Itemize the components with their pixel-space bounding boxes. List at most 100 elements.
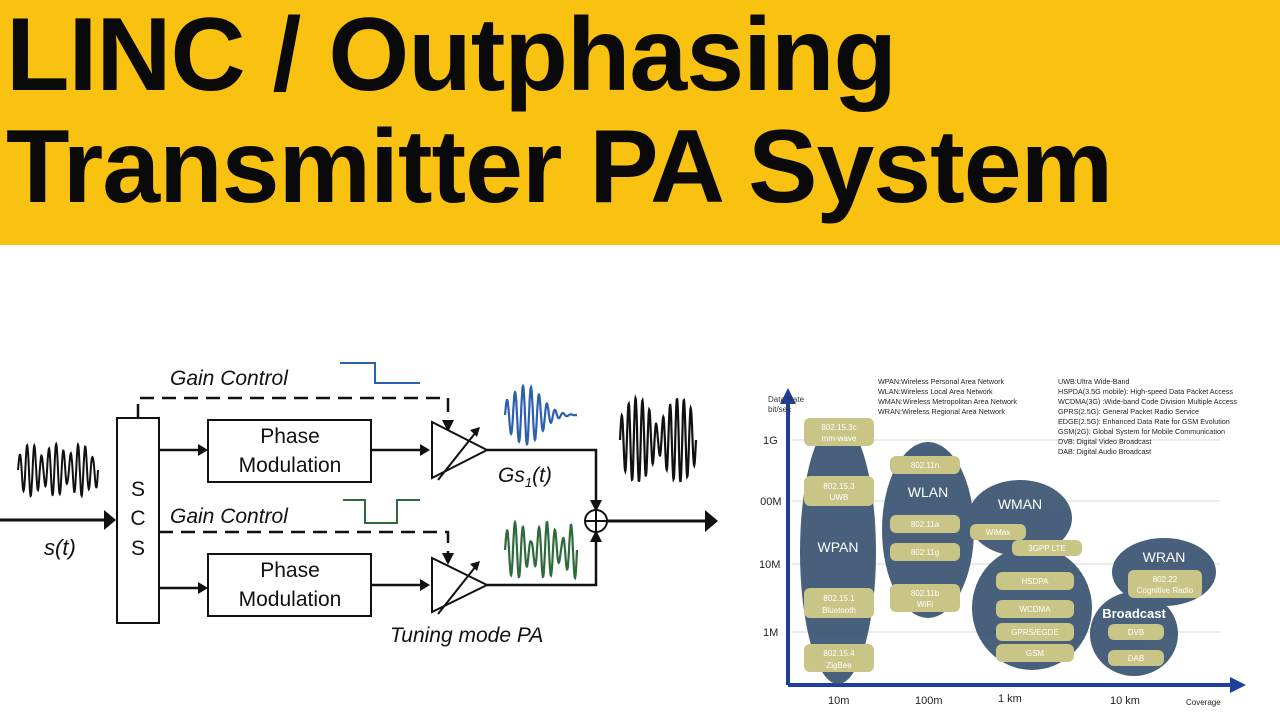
x-tick-10m: 10m — [828, 695, 849, 707]
phase-mod-bottom-line1: Phase — [260, 559, 320, 582]
title-line-1: LINC / Outphasing — [6, 0, 897, 113]
wireless-standards-chart: Data Rate bit/sec 1G 100M 10M 1M 10m 100… — [760, 370, 1265, 715]
y-axis-arrow — [780, 388, 796, 404]
svg-text:WiMax: WiMax — [986, 528, 1010, 537]
svg-text:UWB: UWB — [830, 493, 849, 502]
legend-dvb: DVB: Digital Video Broadcast — [1058, 437, 1151, 446]
legend-dab: DAB: Digital Audio Broadcast — [1058, 447, 1151, 456]
y-tick-100m: 100M — [760, 496, 782, 508]
input-label: s(t) — [44, 535, 76, 560]
legend-hspda: HSPDA(3.5G mobile): High-speed Data Pack… — [1058, 387, 1233, 396]
tuning-mode-pa-label: Tuning mode PA — [390, 624, 543, 647]
tag-wimax: WiMax — [970, 524, 1026, 540]
input-waveform — [17, 441, 99, 499]
svg-text:HSDPA: HSDPA — [1022, 577, 1050, 586]
y-axis-title-line1: Data Rate — [768, 395, 805, 404]
svg-text:mm-wave: mm-wave — [822, 434, 857, 443]
broadcast-label: Broadcast — [1102, 606, 1166, 621]
tag-80211g: 802.11g — [890, 543, 960, 561]
gs1-label: Gs1(t) — [498, 464, 552, 490]
legend-left: WPAN:Wireless Personal Area Network WLAN… — [878, 377, 1017, 416]
tag-hsdpa: HSDPA — [996, 572, 1074, 590]
pa-tune-head-top — [470, 427, 480, 437]
gain-control-label-bottom: Gain Control — [170, 505, 289, 528]
scs-letter-s2: S — [131, 537, 145, 560]
tag-gsm: GSM — [996, 644, 1074, 662]
gate-signal-top — [340, 362, 420, 384]
legend-right: UWB:Ultra Wide-Band HSPDA(3.5G mobile): … — [1058, 377, 1237, 456]
output-arrowhead — [705, 510, 718, 532]
phase-mod-top-line2: Modulation — [239, 454, 342, 477]
svg-text:DVB: DVB — [1128, 628, 1144, 637]
legend-wlan: WLAN:Wireless Local Area Network — [878, 387, 993, 396]
gain-control-line-bottom — [159, 530, 450, 555]
tag-wcdma: WCDMA — [996, 600, 1074, 618]
legend-wpan: WPAN:Wireless Personal Area Network — [878, 377, 1004, 386]
upper-output-waveform — [503, 383, 577, 446]
arrow-pa-bottom — [420, 579, 430, 591]
svg-text:ZigBee: ZigBee — [826, 661, 852, 670]
tag-dvb: DVB — [1108, 624, 1164, 640]
arrow-pm-bottom — [198, 582, 208, 594]
lower-output-waveform — [503, 519, 579, 581]
svg-text:Cognitive Radio: Cognitive Radio — [1137, 586, 1194, 595]
svg-text:802.11g: 802.11g — [911, 548, 939, 557]
svg-text:802.11a: 802.11a — [911, 520, 940, 529]
legend-uwb: UWB:Ultra Wide-Band — [1058, 377, 1130, 386]
y-axis-title-line2: bit/sec — [768, 405, 791, 414]
linc-block-diagram: s(t) S C S Gain Control Gain Control Pha… — [0, 362, 718, 647]
tag-3gpp-lte: 3GPP LTE — [1012, 540, 1082, 556]
svg-text:Bluetooth: Bluetooth — [822, 606, 856, 615]
combined-output-waveform — [618, 393, 698, 483]
y-tick-10m: 10M — [760, 559, 780, 571]
wlan-label: WLAN — [908, 484, 948, 500]
tag-gprs: GPRS/EGDE — [996, 623, 1074, 641]
svg-text:802.11n: 802.11n — [911, 461, 939, 470]
svg-text:802.15.3c: 802.15.3c — [821, 423, 856, 432]
gain-control-label-top: Gain Control — [170, 367, 289, 390]
phase-modulation-block-top — [207, 419, 372, 483]
legend-gprs: GPRS(2.5G): General Packet Radio Service — [1058, 407, 1199, 416]
phase-mod-bottom-line2: Modulation — [239, 588, 342, 611]
pa-to-combiner-bottom — [487, 540, 598, 587]
x-tick-1km: 1 km — [998, 693, 1022, 705]
title-line-2: Transmitter PA System — [6, 109, 1113, 225]
input-arrowhead — [104, 510, 116, 530]
gain-arrow-top — [442, 420, 454, 432]
pa-tune-arrow-top — [437, 431, 477, 481]
svg-text:WCDMA: WCDMA — [1019, 605, 1051, 614]
gain-arrow-bottom — [442, 553, 454, 565]
legend-wcdma: WCDMA(3G) :Wide-band Code Division Multi… — [1058, 397, 1237, 406]
svg-text:802.11b: 802.11b — [911, 589, 940, 598]
svg-text:3GPP LTE: 3GPP LTE — [1028, 544, 1066, 553]
svg-text:DAB: DAB — [1128, 654, 1144, 663]
legend-wran: WRAN:Wireless Regional Area Network — [878, 407, 1005, 416]
scs-letter-c: C — [130, 507, 145, 530]
title-banner: LINC / Outphasing Transmitter PA System — [0, 0, 1280, 245]
scs-letter-s1: S — [131, 478, 145, 501]
wran-label: WRAN — [1143, 549, 1186, 565]
x-axis-title: Coverage — [1186, 698, 1221, 707]
y-tick-1g: 1G — [763, 435, 778, 447]
svg-text:WiFi: WiFi — [917, 600, 933, 609]
power-amplifier-top — [431, 420, 490, 480]
svg-text:802.15.4: 802.15.4 — [823, 649, 855, 658]
pa-tune-arrow-bottom — [437, 565, 477, 615]
tag-dab: DAB — [1108, 650, 1164, 666]
gate-signal-bottom — [343, 499, 420, 524]
legend-gsm: GSM(2G): Global System for Mobile Commun… — [1058, 427, 1225, 436]
gain-control-line-top — [136, 396, 450, 422]
x-axis-arrow — [1230, 677, 1246, 693]
pa-to-combiner-top — [487, 448, 598, 502]
x-tick-100m: 100m — [915, 695, 943, 707]
pa-tune-head-bottom — [470, 561, 480, 571]
arrow-pm-top — [198, 444, 208, 456]
svg-text:802.15.3: 802.15.3 — [823, 482, 855, 491]
wman-label: WMAN — [998, 496, 1042, 512]
arrow-pa-top — [420, 444, 430, 456]
